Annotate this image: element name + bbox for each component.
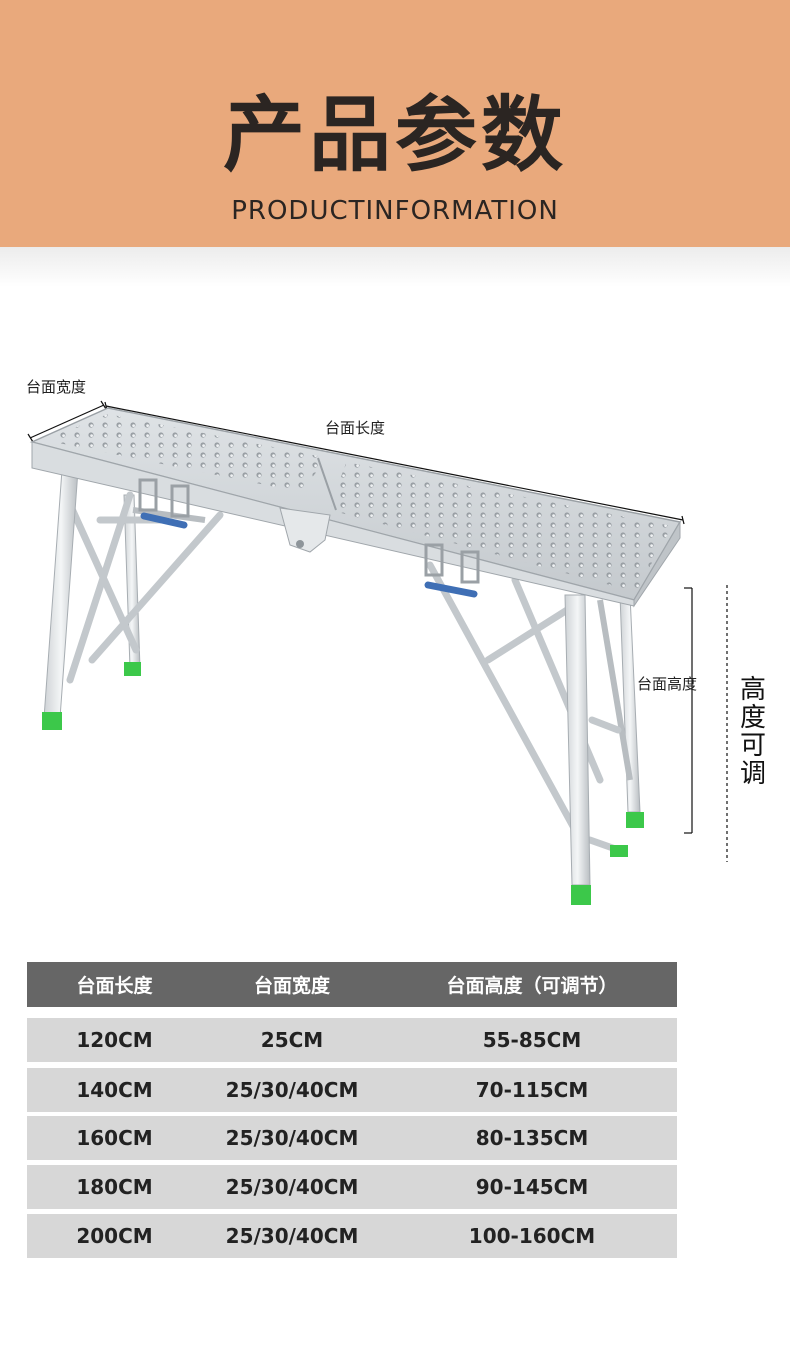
cell-height: 55-85CM: [482, 1028, 582, 1052]
cell-width: 25/30/40CM: [225, 1126, 359, 1150]
cell-width: 25CM: [260, 1028, 324, 1052]
cell-length: 160CM: [76, 1126, 153, 1150]
header-height: 台面高度（可调节）: [446, 975, 618, 997]
length-dimension-label: 台面长度: [325, 419, 386, 437]
dimension-lines: [27, 400, 728, 862]
handles: [138, 478, 480, 598]
adjustable-char: 高: [739, 675, 766, 705]
cell-height: 70-115CM: [475, 1078, 589, 1102]
height-dimension-label: 台面高度: [637, 675, 698, 693]
adjustable-char: 度: [739, 703, 766, 733]
header-shadow: [0, 247, 790, 287]
platform-illustration: [27, 400, 728, 905]
cell-length: 120CM: [76, 1028, 153, 1052]
header-length: 台面长度: [76, 975, 153, 997]
cell-length: 180CM: [76, 1175, 153, 1199]
cell-width: 25/30/40CM: [225, 1078, 359, 1102]
table-row: 200CM 25/30/40CM 100-160CM: [27, 1214, 677, 1258]
height-adjustable-label: 高 度 可 调: [738, 676, 768, 788]
table-row: 140CM 25/30/40CM 70-115CM: [27, 1068, 677, 1112]
header-width: 台面宽度: [253, 975, 330, 997]
page-title: 产品参数: [222, 88, 567, 183]
width-dimension-label: 台面宽度: [26, 378, 87, 396]
table-row: 160CM 25/30/40CM 80-135CM: [27, 1116, 677, 1160]
table-row: 180CM 25/30/40CM 90-145CM: [27, 1165, 677, 1209]
header-banner: 产品参数 PRODUCTINFORMATION: [0, 0, 790, 247]
cell-length: 140CM: [76, 1078, 153, 1102]
spec-table-header: 台面长度 台面宽度 台面高度（可调节）: [27, 962, 677, 1007]
adjustable-char: 调: [739, 759, 766, 789]
table-row: 120CM 25CM 55-85CM: [27, 1018, 677, 1062]
page-subtitle: PRODUCTINFORMATION: [231, 196, 559, 226]
adjustable-char: 可: [739, 731, 766, 761]
platform-deck: [29, 407, 682, 608]
cell-width: 25/30/40CM: [225, 1224, 359, 1248]
front-legs: [42, 469, 628, 905]
cell-width: 25/30/40CM: [225, 1175, 359, 1199]
cell-height: 100-160CM: [468, 1224, 596, 1248]
cell-height: 90-145CM: [475, 1175, 589, 1199]
cell-length: 200CM: [76, 1224, 153, 1248]
cell-height: 80-135CM: [475, 1126, 589, 1150]
